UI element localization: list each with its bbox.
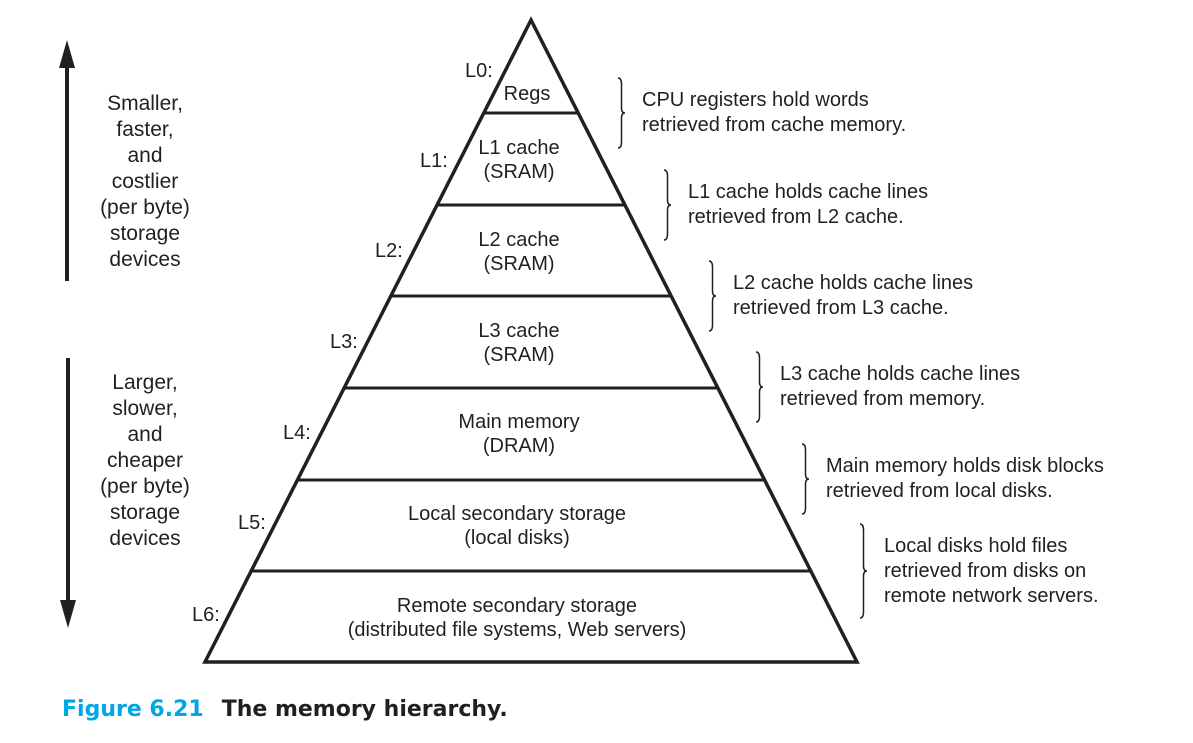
down-arrow-icon	[60, 358, 76, 628]
right-brace-icon	[801, 443, 810, 515]
braces	[617, 77, 868, 619]
description-line: retrieved from disks on	[884, 559, 1087, 582]
down-annotation-line: (per byte)	[100, 475, 190, 498]
level-id-label: L2:	[375, 240, 403, 262]
pyramid-layer-name: Remote secondary storage(distributed fil…	[348, 594, 687, 642]
right-brace-icon	[617, 77, 626, 149]
up-arrow-icon	[59, 40, 75, 281]
right-brace-icon	[663, 169, 672, 241]
pyramid-layer-name: Main memory(DRAM)	[458, 410, 579, 458]
description-line: retrieved from local disks.	[826, 480, 1053, 502]
description-line: L2 cache holds cache lines	[733, 272, 974, 294]
pyramid-layer-name: Regs	[504, 82, 551, 106]
figure-title: The memory hierarchy.	[221, 697, 508, 722]
level-id-label: L5:	[238, 512, 266, 534]
layer-name-line: (DRAM)	[482, 435, 556, 457]
down-annotation: Larger, slower, and cheaper (per byte) storag…	[75, 370, 215, 552]
layer-name-line: L1 cache	[478, 137, 560, 159]
level-id-label: L4:	[283, 422, 311, 444]
down-annotation-line: Larger,	[112, 371, 178, 394]
layer-name-line: L3 cache	[478, 320, 560, 342]
layer-name-line: Regs	[503, 83, 551, 105]
layer-name-line: (SRAM)	[483, 161, 555, 183]
level-description: L1 cache holds cache lines retrieved from…	[688, 180, 928, 230]
right-brace-icon	[708, 260, 717, 332]
up-annotation-line: Smaller,	[107, 92, 183, 115]
pyramid-layer-name: L1 cache(SRAM)	[478, 136, 559, 184]
level-description: L3 cache holds cache lines retrieved from…	[780, 362, 1020, 412]
level-dividers	[251, 111, 811, 573]
right-brace-icon	[859, 523, 868, 619]
description-line: L3 cache holds cache lines	[780, 363, 1021, 385]
description-line: retrieved from L2 cache.	[688, 206, 904, 228]
layer-name-line: (local disks)	[464, 527, 570, 549]
level-description: Main memory holds disk blocks retrieved f…	[826, 454, 1104, 504]
up-annotation-line: (per byte)	[100, 196, 190, 219]
down-annotation-line: devices	[109, 527, 181, 550]
level-id-label: L6:	[192, 604, 220, 626]
layer-name-line: (SRAM)	[483, 253, 555, 275]
level-description: CPU registers hold words retrieved from c…	[642, 88, 906, 138]
description-line: L1 cache holds cache lines	[688, 181, 929, 203]
description-line: Local disks hold files	[884, 534, 1068, 557]
pyramid-layer-name: Local secondary storage(local disks)	[408, 502, 626, 550]
description-line: remote network servers.	[884, 584, 1099, 607]
down-annotation-line: cheaper	[107, 449, 183, 472]
level-description: L2 cache holds cache lines retrieved from…	[733, 271, 973, 321]
down-annotation-line: storage	[109, 501, 181, 524]
description-line: retrieved from memory.	[780, 388, 986, 410]
figure-caption: Figure 6.21 The memory hierarchy.	[62, 697, 508, 722]
description-line: retrieved from cache memory.	[642, 114, 907, 136]
down-annotation-line: and	[127, 423, 163, 446]
description-line: Main memory holds disk blocks	[826, 455, 1104, 477]
layer-name-line: Local secondary storage	[408, 503, 626, 525]
pyramid-outline	[202, 16, 860, 664]
layer-name-line: (SRAM)	[483, 344, 555, 366]
pyramid-layer-name: L3 cache(SRAM)	[478, 319, 559, 367]
level-id-label: L3:	[330, 331, 358, 353]
description-line: retrieved from L3 cache.	[733, 297, 949, 319]
right-brace-icon	[755, 351, 764, 423]
up-annotation-line: costlier	[111, 170, 179, 193]
up-annotation-line: devices	[109, 248, 181, 271]
level-id-label: L0:	[465, 60, 493, 82]
up-annotation-line: and	[127, 144, 163, 167]
down-annotation-line: slower,	[112, 397, 178, 420]
level-id-label: L1:	[420, 150, 448, 172]
up-annotation-line: faster,	[116, 118, 174, 141]
layer-name-line: L2 cache	[478, 229, 560, 251]
up-annotation: Smaller, faster, and costlier (per byte) stor…	[75, 91, 215, 273]
description-line: CPU registers hold words	[642, 89, 869, 111]
layer-name-line: (distributed file systems, Web servers)	[347, 619, 687, 641]
layer-name-line: Main memory	[458, 411, 580, 433]
pyramid-layer-name: L2 cache(SRAM)	[478, 228, 559, 276]
figure-number: Figure 6.21	[62, 697, 204, 722]
up-annotation-line: storage	[109, 222, 181, 245]
layer-name-line: Remote secondary storage	[396, 595, 638, 617]
